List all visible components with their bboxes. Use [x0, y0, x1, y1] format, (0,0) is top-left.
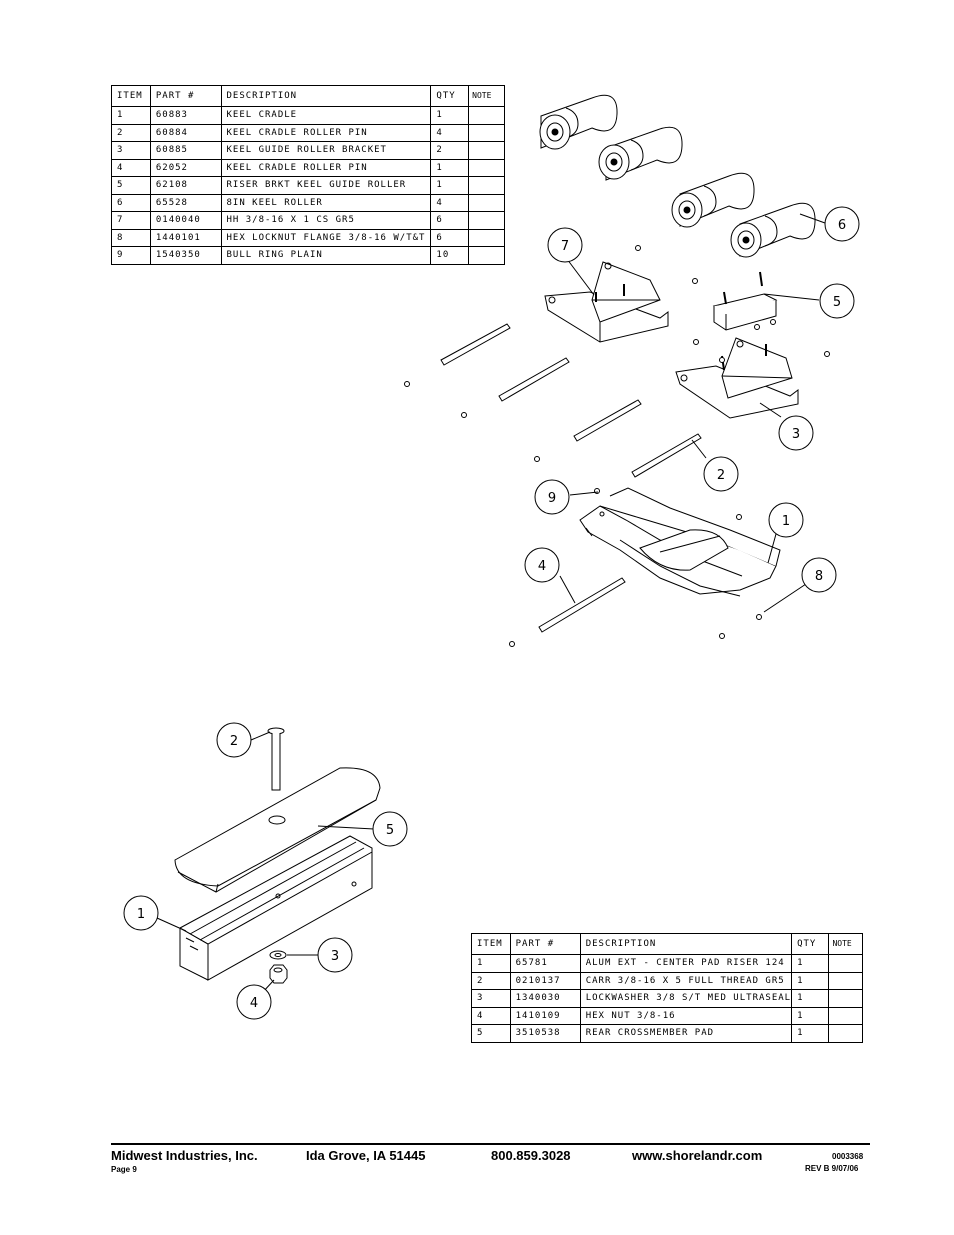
lockwasher	[269, 950, 287, 960]
callout-5: 5	[819, 283, 855, 319]
cell-item: 7	[111, 211, 151, 230]
keel-roller-top-left	[539, 94, 618, 150]
cell-qty: 1	[791, 1024, 830, 1043]
cell-note	[468, 246, 505, 265]
callout-6: 6	[824, 206, 860, 242]
cell-qty: 1	[791, 971, 830, 990]
col-header-part: PART #	[149, 85, 222, 107]
col-header-qty: QTY	[791, 933, 830, 955]
cell-qty: 10	[430, 246, 470, 265]
hex-nut	[269, 964, 288, 984]
callout-3: 3	[778, 415, 814, 451]
col-header-qty: QTY	[430, 85, 470, 107]
svg-text:7: 7	[561, 239, 569, 254]
keel-roller-top-right	[598, 126, 683, 181]
svg-text:2: 2	[717, 468, 725, 483]
col-header-note: NOTE	[828, 933, 863, 955]
footer-website[interactable]: www.shorelandr.com	[632, 1148, 763, 1163]
callout-9: 9	[534, 479, 570, 515]
leader-lines-bottom	[156, 731, 375, 994]
callout-bottom-1: 1	[123, 895, 159, 931]
footer-location: Ida Grove, IA 51445	[306, 1148, 426, 1163]
svg-text:3: 3	[792, 427, 800, 442]
footer-page-number: Page 9	[111, 1165, 137, 1174]
svg-text:1: 1	[782, 514, 790, 529]
table-header-row: ITEM PART # DESCRIPTION QTY NOTE	[471, 933, 863, 955]
svg-text:4: 4	[250, 996, 258, 1011]
callout-8: 8	[801, 557, 837, 593]
col-header-note: NOTE	[468, 85, 505, 107]
callout-bottom-5: 5	[372, 811, 408, 847]
svg-text:1: 1	[137, 907, 145, 922]
svg-text:5: 5	[833, 295, 841, 310]
col-header-item: ITEM	[111, 85, 151, 107]
alum-extrusion	[178, 835, 373, 981]
keel-guide-roller-bracket	[675, 337, 799, 419]
cell-item: 9	[111, 246, 151, 265]
rear-crossmember-pad	[174, 767, 381, 893]
callout-7: 7	[547, 227, 583, 263]
cell-part: 3510538	[509, 1024, 581, 1043]
callout-bottom-3: 3	[317, 937, 353, 973]
footer-doc-number: 0003368	[832, 1152, 864, 1161]
callout-2: 2	[703, 456, 739, 492]
svg-text:8: 8	[815, 569, 823, 584]
svg-text:2: 2	[230, 734, 238, 749]
keel-cradle	[579, 487, 781, 597]
svg-text:5: 5	[386, 823, 394, 838]
cell-note	[828, 1024, 863, 1043]
riser-bracket	[712, 271, 778, 331]
roller-bracket-left	[544, 261, 669, 343]
footer-revision: REV B 9/07/06	[805, 1164, 859, 1173]
footer-rule	[111, 1143, 870, 1145]
roller-pins	[440, 323, 702, 478]
svg-text:3: 3	[331, 949, 339, 964]
cell-description: REAR CROSSMEMBER PAD	[579, 1024, 793, 1043]
keel-roller-right	[730, 202, 816, 258]
small-hardware	[404, 245, 830, 647]
leader-lines-top	[559, 213, 826, 613]
col-header-item: ITEM	[471, 933, 511, 955]
keel-cradle-roller-pin	[538, 577, 626, 633]
footer-phone: 800.859.3028	[491, 1148, 571, 1163]
col-header-part: PART #	[509, 933, 581, 955]
callout-4: 4	[524, 547, 560, 583]
callout-bottom-4: 4	[236, 984, 272, 1020]
svg-text:9: 9	[548, 491, 556, 506]
keel-roller-middle	[671, 172, 755, 228]
svg-text:6: 6	[838, 218, 846, 233]
table-header-row: ITEM PART # DESCRIPTION QTY NOTE	[111, 85, 505, 107]
callout-1: 1	[768, 502, 804, 538]
carriage-bolt	[267, 727, 285, 791]
col-header-description: DESCRIPTION	[220, 85, 432, 107]
callout-bottom-2: 2	[216, 722, 252, 758]
cell-description: BULL RING PLAIN	[220, 246, 432, 265]
svg-text:4: 4	[538, 559, 546, 574]
footer-company: Midwest Industries, Inc.	[111, 1148, 258, 1163]
